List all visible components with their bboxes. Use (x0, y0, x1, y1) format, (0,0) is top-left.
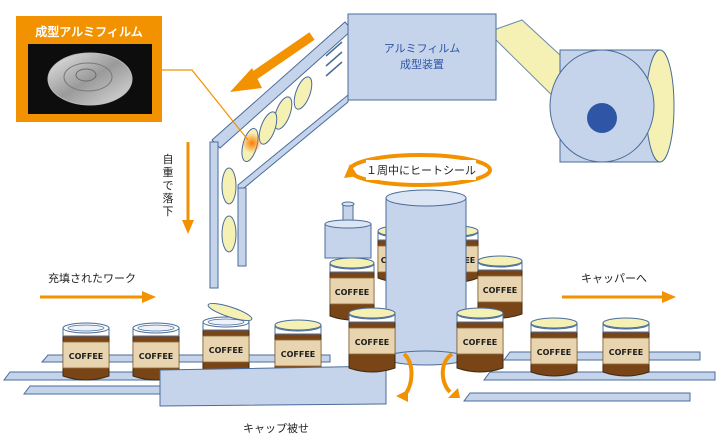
jar-label-text: COFFEE (139, 352, 174, 361)
gravity-char-3: で (163, 179, 174, 192)
cap-cover-label: キャップ被せ (243, 422, 309, 435)
gravity-arrow (182, 142, 194, 234)
cap-cover-plate (159, 365, 387, 407)
jar-cap (477, 255, 523, 267)
coffee-jar: COFFEE (62, 322, 110, 381)
heat-seal-ring: １周中にヒートシール (344, 153, 492, 187)
feed-arrow (230, 32, 315, 92)
coffee-jar: COFFEE (530, 317, 578, 377)
jar-cap (602, 317, 650, 329)
coffee-jar: COFFEE (348, 307, 396, 373)
coffee-jar: COFFEE (477, 255, 523, 319)
coffee-jar: COFFEE (202, 302, 253, 375)
film-discs (221, 76, 313, 253)
falling-cap (207, 302, 253, 322)
outfeed-arrow (562, 291, 676, 303)
filled-work-label: 充填されたワーク (48, 271, 136, 285)
forming-machine: アルミフィルム 成型装置 (325, 13, 497, 101)
roll-hub (587, 103, 617, 133)
callout-line (162, 69, 249, 141)
heat-sealer (385, 189, 467, 366)
jar-cap (456, 307, 504, 319)
jar-cap (329, 257, 375, 269)
infeed-arrow (40, 291, 156, 303)
gravity-char-4: 落 (163, 192, 174, 205)
gravity-char-1: 自 (163, 153, 174, 166)
jar-cap (348, 307, 396, 319)
jar-label-text: COFFEE (281, 350, 316, 359)
gravity-char-5: 下 (163, 205, 174, 218)
inset-panel: 成型アルミフィルム (16, 16, 249, 141)
aluminum-film-photo (47, 52, 133, 106)
jar-label-text: COFFEE (463, 338, 498, 347)
film-roll (487, 19, 675, 163)
to-capper-label: キャッパーへ (581, 272, 647, 285)
jar-label-text: COFFEE (355, 338, 390, 347)
front-jars-layer: COFFEE COFFEE (348, 307, 504, 373)
coffee-jar: COFFEE (456, 307, 504, 373)
jar-label-text: COFFEE (69, 352, 104, 361)
machine-label-line2: 成型装置 (400, 57, 444, 71)
inset-title: 成型アルミフィルム (35, 24, 142, 39)
turret-rotation-arrows (396, 352, 460, 402)
coffee-jar: COFFEE (274, 319, 322, 379)
chute (209, 21, 353, 289)
coffee-jar: COFFEE (602, 317, 650, 377)
gravity-char-2: 重 (163, 165, 174, 179)
heat-seal-label: １周中にヒートシール (366, 164, 476, 177)
coffee-jar: COFFEE (329, 257, 375, 321)
coffee-jar: COFFEE (132, 322, 180, 381)
jar-cap (530, 317, 578, 329)
jar-label-text: COFFEE (609, 348, 644, 357)
gravity-drop-label: 自 重 で 落 下 (163, 153, 174, 218)
jar-label-text: COFFEE (483, 286, 518, 295)
machine-label-line1: アルミフィルム (384, 42, 460, 55)
jar-label-text: COFFEE (335, 288, 370, 297)
jar-label-text: COFFEE (209, 346, 244, 355)
jar-cap (274, 319, 322, 331)
seal-head (324, 201, 372, 259)
jar-label-text: COFFEE (537, 348, 572, 357)
